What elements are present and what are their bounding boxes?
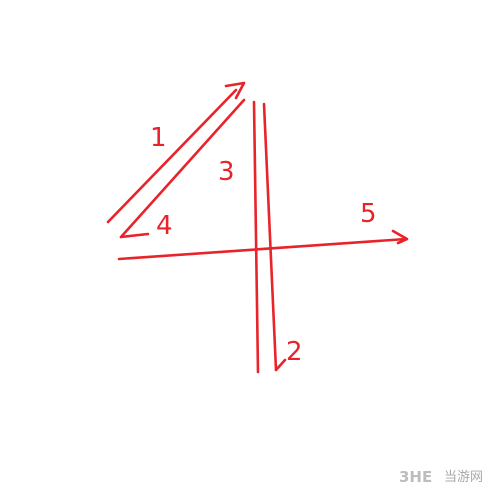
stroke-1-arrowhead (224, 81, 246, 100)
stroke-2-arrowhead (274, 358, 287, 372)
stroke-1-line (106, 88, 238, 224)
stroke-5-arrowhead (391, 229, 409, 245)
watermark-site-name: 当游网 (444, 470, 483, 485)
stroke-3 (252, 100, 260, 374)
stroke-label-3: 3 (218, 157, 235, 187)
stroke-5-line (117, 237, 408, 261)
stroke-label-4: 4 (156, 211, 173, 241)
stroke-3-line (252, 100, 260, 374)
stroke-1 (106, 81, 246, 224)
stroke-5 (117, 229, 409, 261)
watermark-logo: 3HE (399, 468, 432, 486)
stroke-label-1: 1 (150, 123, 167, 153)
stroke-4 (119, 98, 246, 239)
stroke-label-2: 2 (286, 337, 303, 367)
watermark: 3HE 当游网 (399, 468, 483, 486)
stroke-label-5: 5 (360, 199, 377, 229)
stroke-2 (262, 102, 287, 372)
stroke-4-hook (119, 232, 150, 239)
stroke-2-line (262, 102, 278, 372)
stroke-4-line (119, 98, 246, 239)
